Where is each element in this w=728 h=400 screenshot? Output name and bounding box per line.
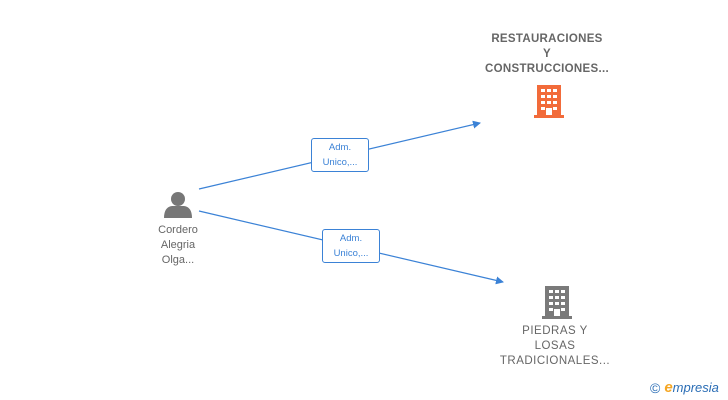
person-name-line: Cordero: [158, 224, 198, 236]
person-name[interactable]: Cordero Alegria Olga...: [138, 223, 218, 268]
person-name-line: Alegria: [160, 239, 196, 251]
company-name-line: RESTAURACIONES: [491, 33, 603, 45]
edge-label-line: Adm.: [328, 142, 352, 153]
company-name-line: LOSAS: [534, 340, 576, 352]
edge-label-2[interactable]: Adm. Unico,...: [322, 229, 380, 263]
brand-watermark: © e mpresia: [650, 379, 719, 396]
company-name-line: Y: [543, 48, 551, 60]
building-icon[interactable]: [542, 286, 572, 319]
company-name-line: CONSTRUCCIONES...: [485, 63, 609, 75]
edge-label-line: Unico,...: [322, 157, 358, 168]
company-name-line: TRADICIONALES...: [499, 355, 611, 367]
brand-logo-mark: e: [664, 379, 673, 396]
brand-name: mpresia: [672, 380, 719, 395]
edge-label-line: Adm.: [339, 233, 363, 244]
edge-label-line: Unico,...: [333, 248, 369, 259]
edge-label-1[interactable]: Adm. Unico,...: [311, 138, 369, 172]
person-icon[interactable]: [164, 192, 192, 218]
building-icon[interactable]: [534, 85, 564, 118]
copyright-icon: ©: [650, 379, 661, 396]
person-name-line: Olga...: [161, 254, 195, 266]
company-name-line: PIEDRAS Y: [522, 325, 588, 337]
company-name-2[interactable]: PIEDRAS Y LOSAS TRADICIONALES...: [485, 324, 625, 369]
company-name-1[interactable]: RESTAURACIONES Y CONSTRUCCIONES...: [467, 32, 627, 77]
